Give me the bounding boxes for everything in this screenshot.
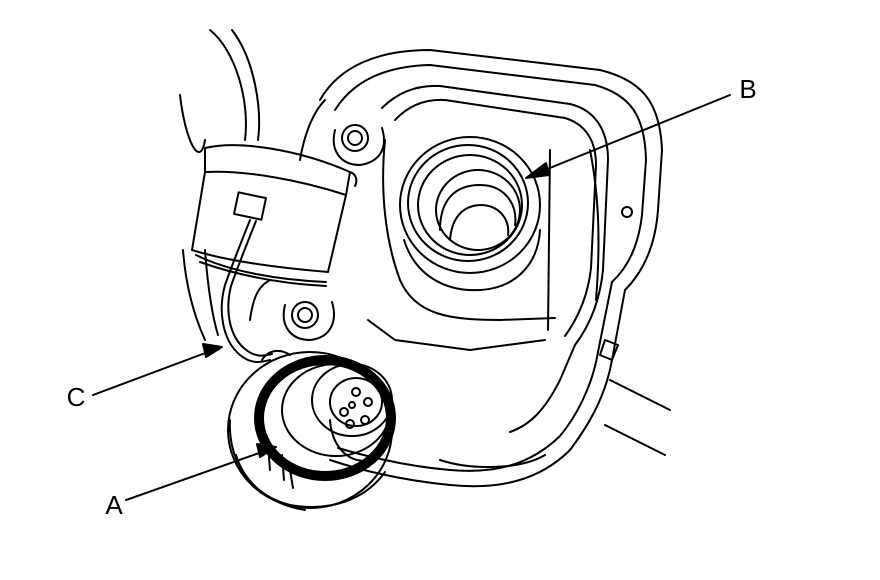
fuel-door-housing xyxy=(299,49,663,488)
leader-line-b xyxy=(539,94,731,173)
arrowhead-c xyxy=(202,343,223,358)
leader-line-c xyxy=(92,351,209,396)
callout-label-b: B xyxy=(739,74,756,104)
arrowhead-b xyxy=(525,162,550,179)
body-panel xyxy=(179,29,671,456)
callout-label-c: C xyxy=(67,382,86,412)
leader-lines xyxy=(92,94,731,501)
callout-label-a: A xyxy=(105,490,123,520)
leader-line-a xyxy=(125,451,263,501)
filler-neck xyxy=(399,136,541,292)
arrowhead-a xyxy=(256,443,277,458)
fuel-cap xyxy=(227,349,396,511)
tether-hanger xyxy=(191,144,358,363)
mounting-bosses xyxy=(282,124,385,341)
